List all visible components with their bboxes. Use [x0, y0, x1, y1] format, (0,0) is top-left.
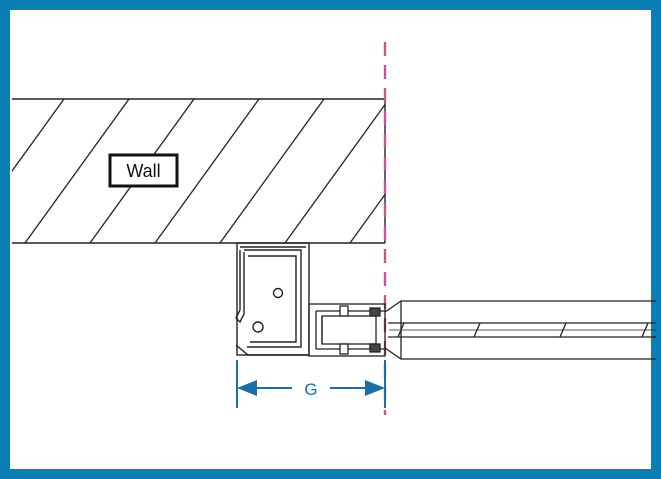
glass-panel — [384, 300, 656, 360]
glass-channel — [308, 303, 386, 357]
wall-label-box: Wall — [108, 153, 179, 188]
dimension-label: G — [304, 380, 317, 399]
dimension-g: G — [236, 360, 386, 408]
frame-profile — [235, 242, 310, 356]
wall-section — [12, 98, 386, 244]
wall-label: Wall — [126, 161, 160, 181]
